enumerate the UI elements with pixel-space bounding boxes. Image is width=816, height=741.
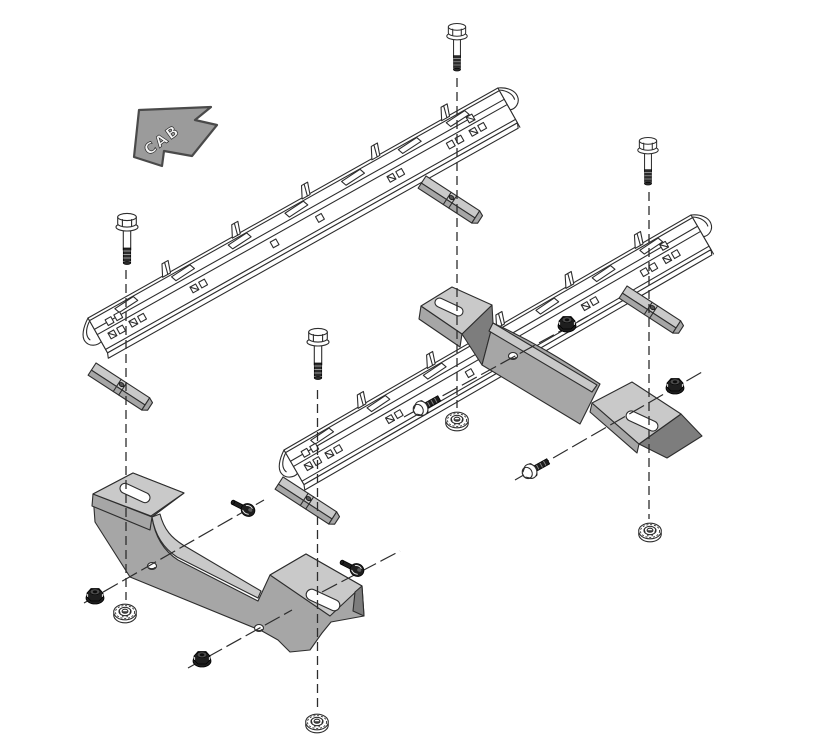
serrated-flange-nut-4 <box>638 522 662 543</box>
flange-nut-4 <box>665 378 685 395</box>
spacer-block-2 <box>87 362 155 414</box>
spacer-block-1 <box>417 175 485 227</box>
fastener-leader-line-1 <box>83 499 265 604</box>
flange-nut-3 <box>557 316 577 333</box>
fastener-leader-line-2 <box>187 609 293 669</box>
cab-direction-arrow: CAB <box>132 105 219 168</box>
serrated-flange-nut-1 <box>445 411 469 432</box>
flange-nut-1 <box>85 588 105 605</box>
serrated-flange-nut-3 <box>305 713 329 734</box>
spacer-block-4 <box>618 285 686 337</box>
hex-bolt-3 <box>306 327 330 381</box>
frame-bracket-left <box>91 472 365 653</box>
hex-flange-bolt-2 <box>518 454 553 483</box>
frame-bracket-right <box>418 286 703 459</box>
self-tapping-screw-1 <box>228 495 258 520</box>
hex-bolt-1 <box>446 23 468 72</box>
hex-bolt-4 <box>637 137 659 186</box>
hex-bolt-2 <box>115 212 139 266</box>
serrated-flange-nut-2 <box>113 603 137 624</box>
flange-nut-2 <box>192 651 212 668</box>
